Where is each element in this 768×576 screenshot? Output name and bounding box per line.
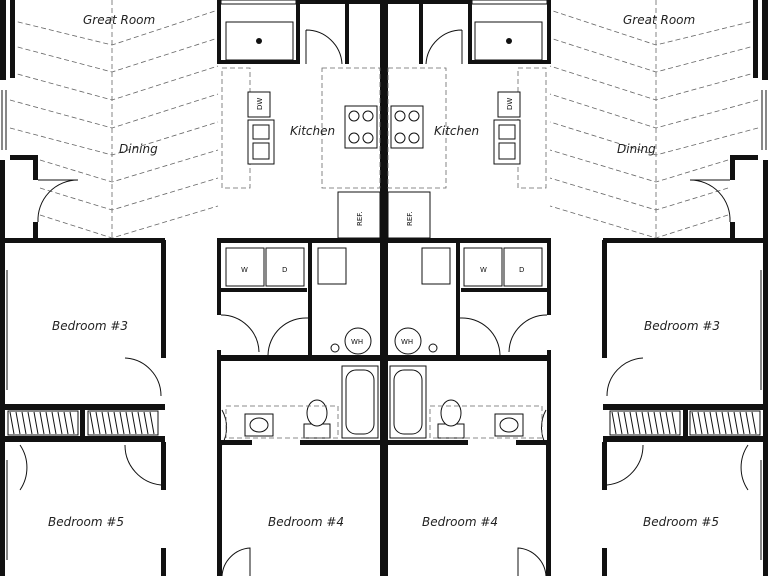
ref-label-left: REF. — [356, 212, 364, 226]
washer-label-right: W — [480, 266, 487, 274]
dryer-label-right: D — [519, 266, 524, 274]
ceiling-lines-left — [9, 0, 219, 240]
laundry-left — [225, 247, 372, 355]
bedroom3-label-right: Bedroom #3 — [644, 319, 720, 333]
great-room-label-left: Great Room — [83, 13, 155, 27]
dw-label-left: DW — [256, 98, 264, 110]
bedroom5-label-right: Bedroom #5 — [643, 515, 719, 529]
bath-left — [225, 365, 379, 439]
closet-right — [609, 410, 761, 436]
bedroom5-label-left: Bedroom #5 — [48, 515, 124, 529]
dw-label-right: DW — [506, 98, 514, 110]
wh-label-right: WH — [401, 338, 413, 346]
dining-label-left: Dining — [119, 142, 158, 156]
kitchen-label-right: Kitchen — [434, 124, 479, 138]
kitchen-right-fixtures — [387, 0, 548, 239]
bedroom4-label-right: Bedroom #4 — [422, 515, 498, 529]
great-room-label-right: Great Room — [623, 13, 695, 27]
dryer-label-left: D — [282, 266, 287, 274]
dining-label-right: Dining — [617, 142, 656, 156]
bath-right — [389, 365, 543, 439]
kitchen-left-fixtures — [220, 0, 381, 239]
wh-label-left: WH — [351, 338, 363, 346]
windows — [1, 90, 767, 560]
bedroom4-label-left: Bedroom #4 — [268, 515, 344, 529]
washer-label-left: W — [241, 266, 248, 274]
kitchen-label-left: Kitchen — [290, 124, 335, 138]
laundry-right — [394, 247, 543, 355]
bedroom3-label-left: Bedroom #3 — [52, 319, 128, 333]
ref-label-right: REF. — [406, 212, 414, 226]
door-swings — [19, 29, 749, 576]
closet-left — [7, 410, 159, 436]
